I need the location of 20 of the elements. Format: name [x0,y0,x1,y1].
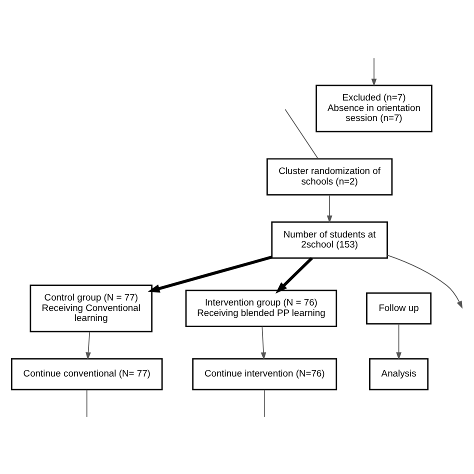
node-box: Intervention group (N = 76) Receiving blended PP learning [185,289,338,327]
node-box: Cluster randomization of schools (n=2) [266,158,393,195]
connector [284,108,318,158]
arrow [148,255,272,292]
node-box: Follow up [366,292,432,324]
node-box: Continue conventional (N= 77) [10,358,163,390]
arrow [276,256,313,294]
node-box: Excluded (n=7) Absence in orientation session (n=7) [316,84,432,132]
connector [86,388,88,417]
arrow [86,330,91,360]
connector [264,388,266,417]
arrow [386,254,463,308]
arrow [396,322,402,360]
arrow [326,194,332,223]
arrow [371,57,377,86]
arrow [260,326,266,360]
node-box: Analysis [369,358,429,390]
node-box: Continue intervention (N=76) [192,358,338,390]
node-box: Number of students at 2school (153) [271,220,388,258]
node-box: Control group (N = 77) Receiving Conventional learning [30,284,152,332]
